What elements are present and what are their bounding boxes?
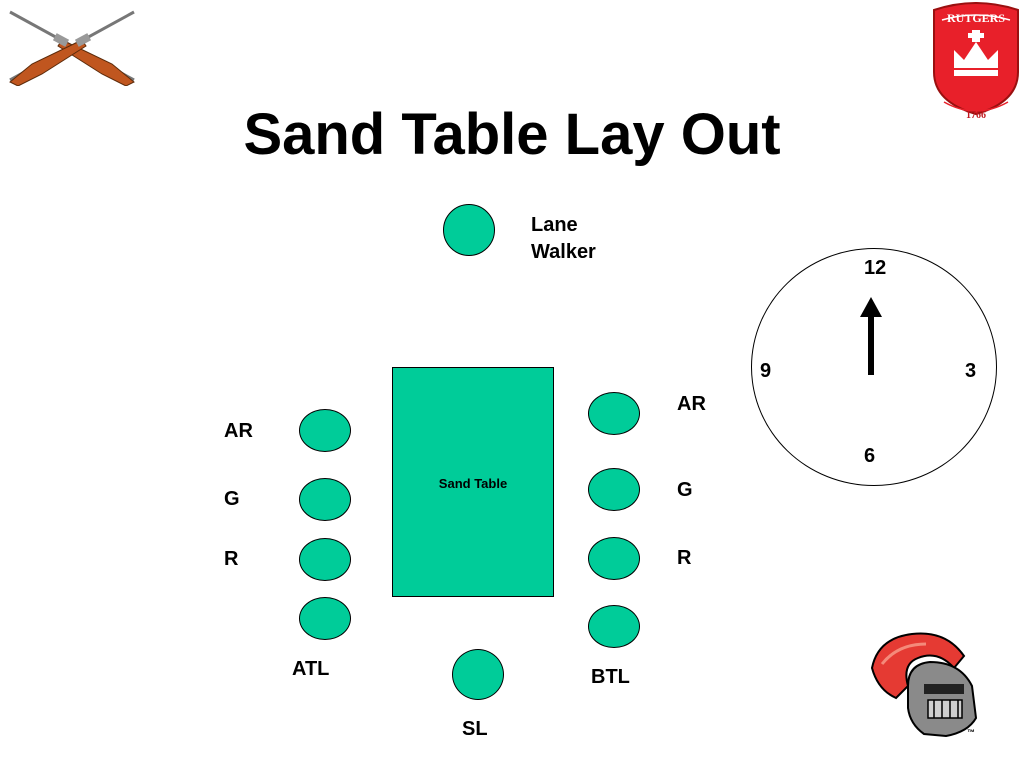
clock-hand-arrow-icon (860, 297, 882, 375)
right-ar-seat (588, 392, 640, 435)
sl-seat (452, 649, 504, 700)
right-r-seat (588, 537, 640, 580)
left-r-seat (299, 538, 351, 581)
sl-label: SL (462, 718, 488, 740)
right-r-label: R (677, 547, 692, 569)
lane-walker-label: Lane Walker (531, 212, 596, 266)
clock-6-label: 6 (864, 445, 876, 467)
left-r-label: R (224, 548, 239, 570)
left-ar-label: AR (224, 420, 253, 442)
shield-year: 1766 (966, 110, 986, 120)
left-ar-seat (299, 409, 351, 452)
clock-9-label: 9 (760, 360, 772, 382)
right-g-label: G (677, 479, 693, 501)
left-g-seat (299, 478, 351, 521)
trademark-symbol: ™ (967, 728, 975, 737)
sand-table (392, 367, 554, 597)
rutgers-shield-icon: RUTGERS 1766 (933, 2, 1019, 120)
right-ar-label: AR (677, 393, 706, 415)
lane-walker-label-text: Lane Walker (531, 214, 596, 263)
right-btl-seat (588, 605, 640, 648)
clock-12-label: 12 (864, 257, 887, 279)
right-g-seat (588, 468, 640, 511)
left-atl-label: ATL (292, 658, 330, 680)
right-btl-label: BTL (591, 666, 630, 688)
slide-title: Sand Table Lay Out (243, 102, 781, 167)
scarlet-knight-icon (870, 632, 978, 738)
left-atl-seat (299, 597, 351, 640)
clock-3-label: 3 (965, 360, 977, 382)
left-g-label: G (224, 488, 240, 510)
shield-text: RUTGERS (947, 11, 1005, 25)
sand-table-label: Sand Table (438, 476, 508, 491)
lane-walker-seat (443, 204, 495, 256)
crossed-rifles-icon (9, 10, 135, 86)
